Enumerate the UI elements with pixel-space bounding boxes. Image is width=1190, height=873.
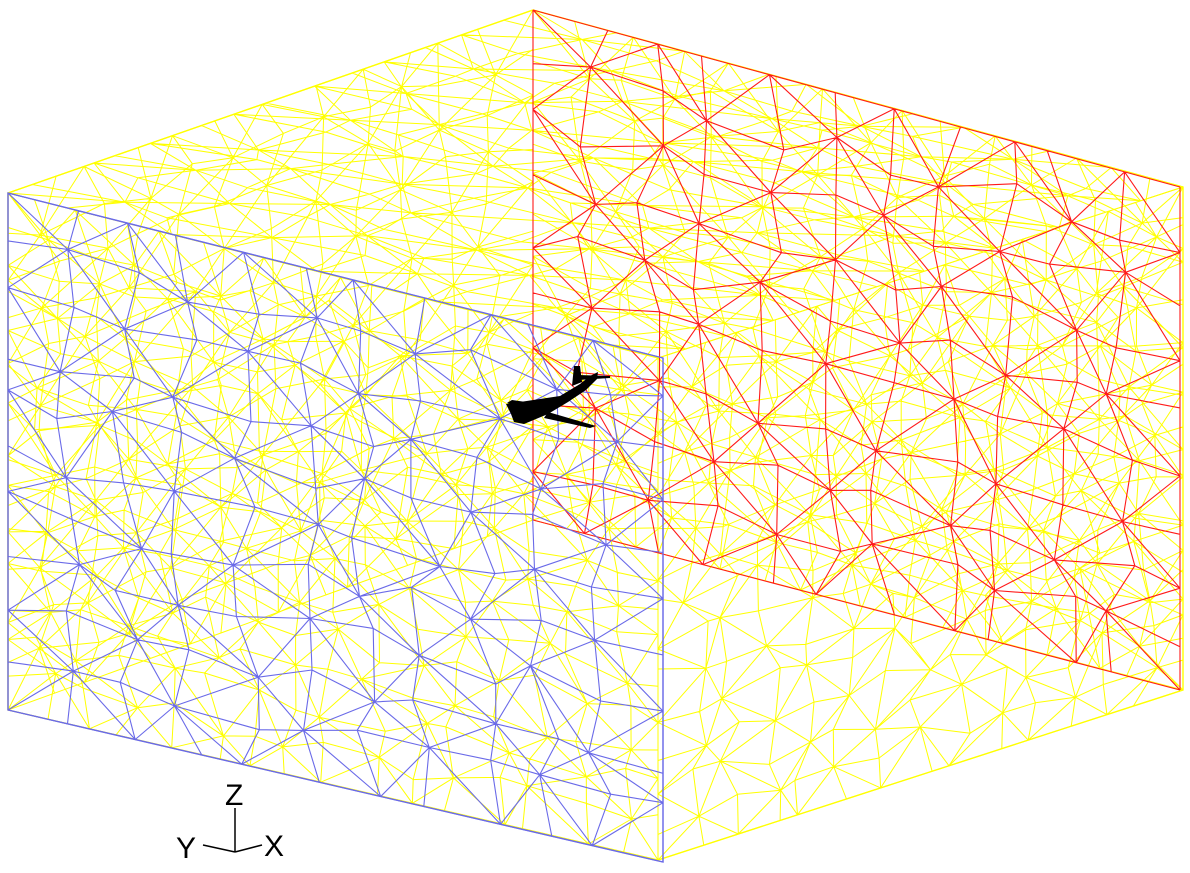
blue-plane-outline [7,192,664,863]
aircraft-wing-right [544,412,596,428]
triad-x-axis [234,844,263,853]
red-plane-mesh [532,9,1181,691]
axes-triad: Z Y X [176,779,284,865]
triad-z-label: Z [225,779,243,812]
aircraft-tail-fin [572,366,582,386]
aircraft-wing-left [507,400,540,410]
cut-plane-mesh [7,192,664,863]
triad-y-label: Y [176,832,196,865]
triad-x-label: X [264,830,284,863]
triad-y-axis [202,844,236,853]
aircraft-fuselage [506,372,598,424]
aircraft-model [506,366,610,428]
aircraft-tail-plane [578,375,610,380]
back-plane-mesh [532,9,1181,691]
